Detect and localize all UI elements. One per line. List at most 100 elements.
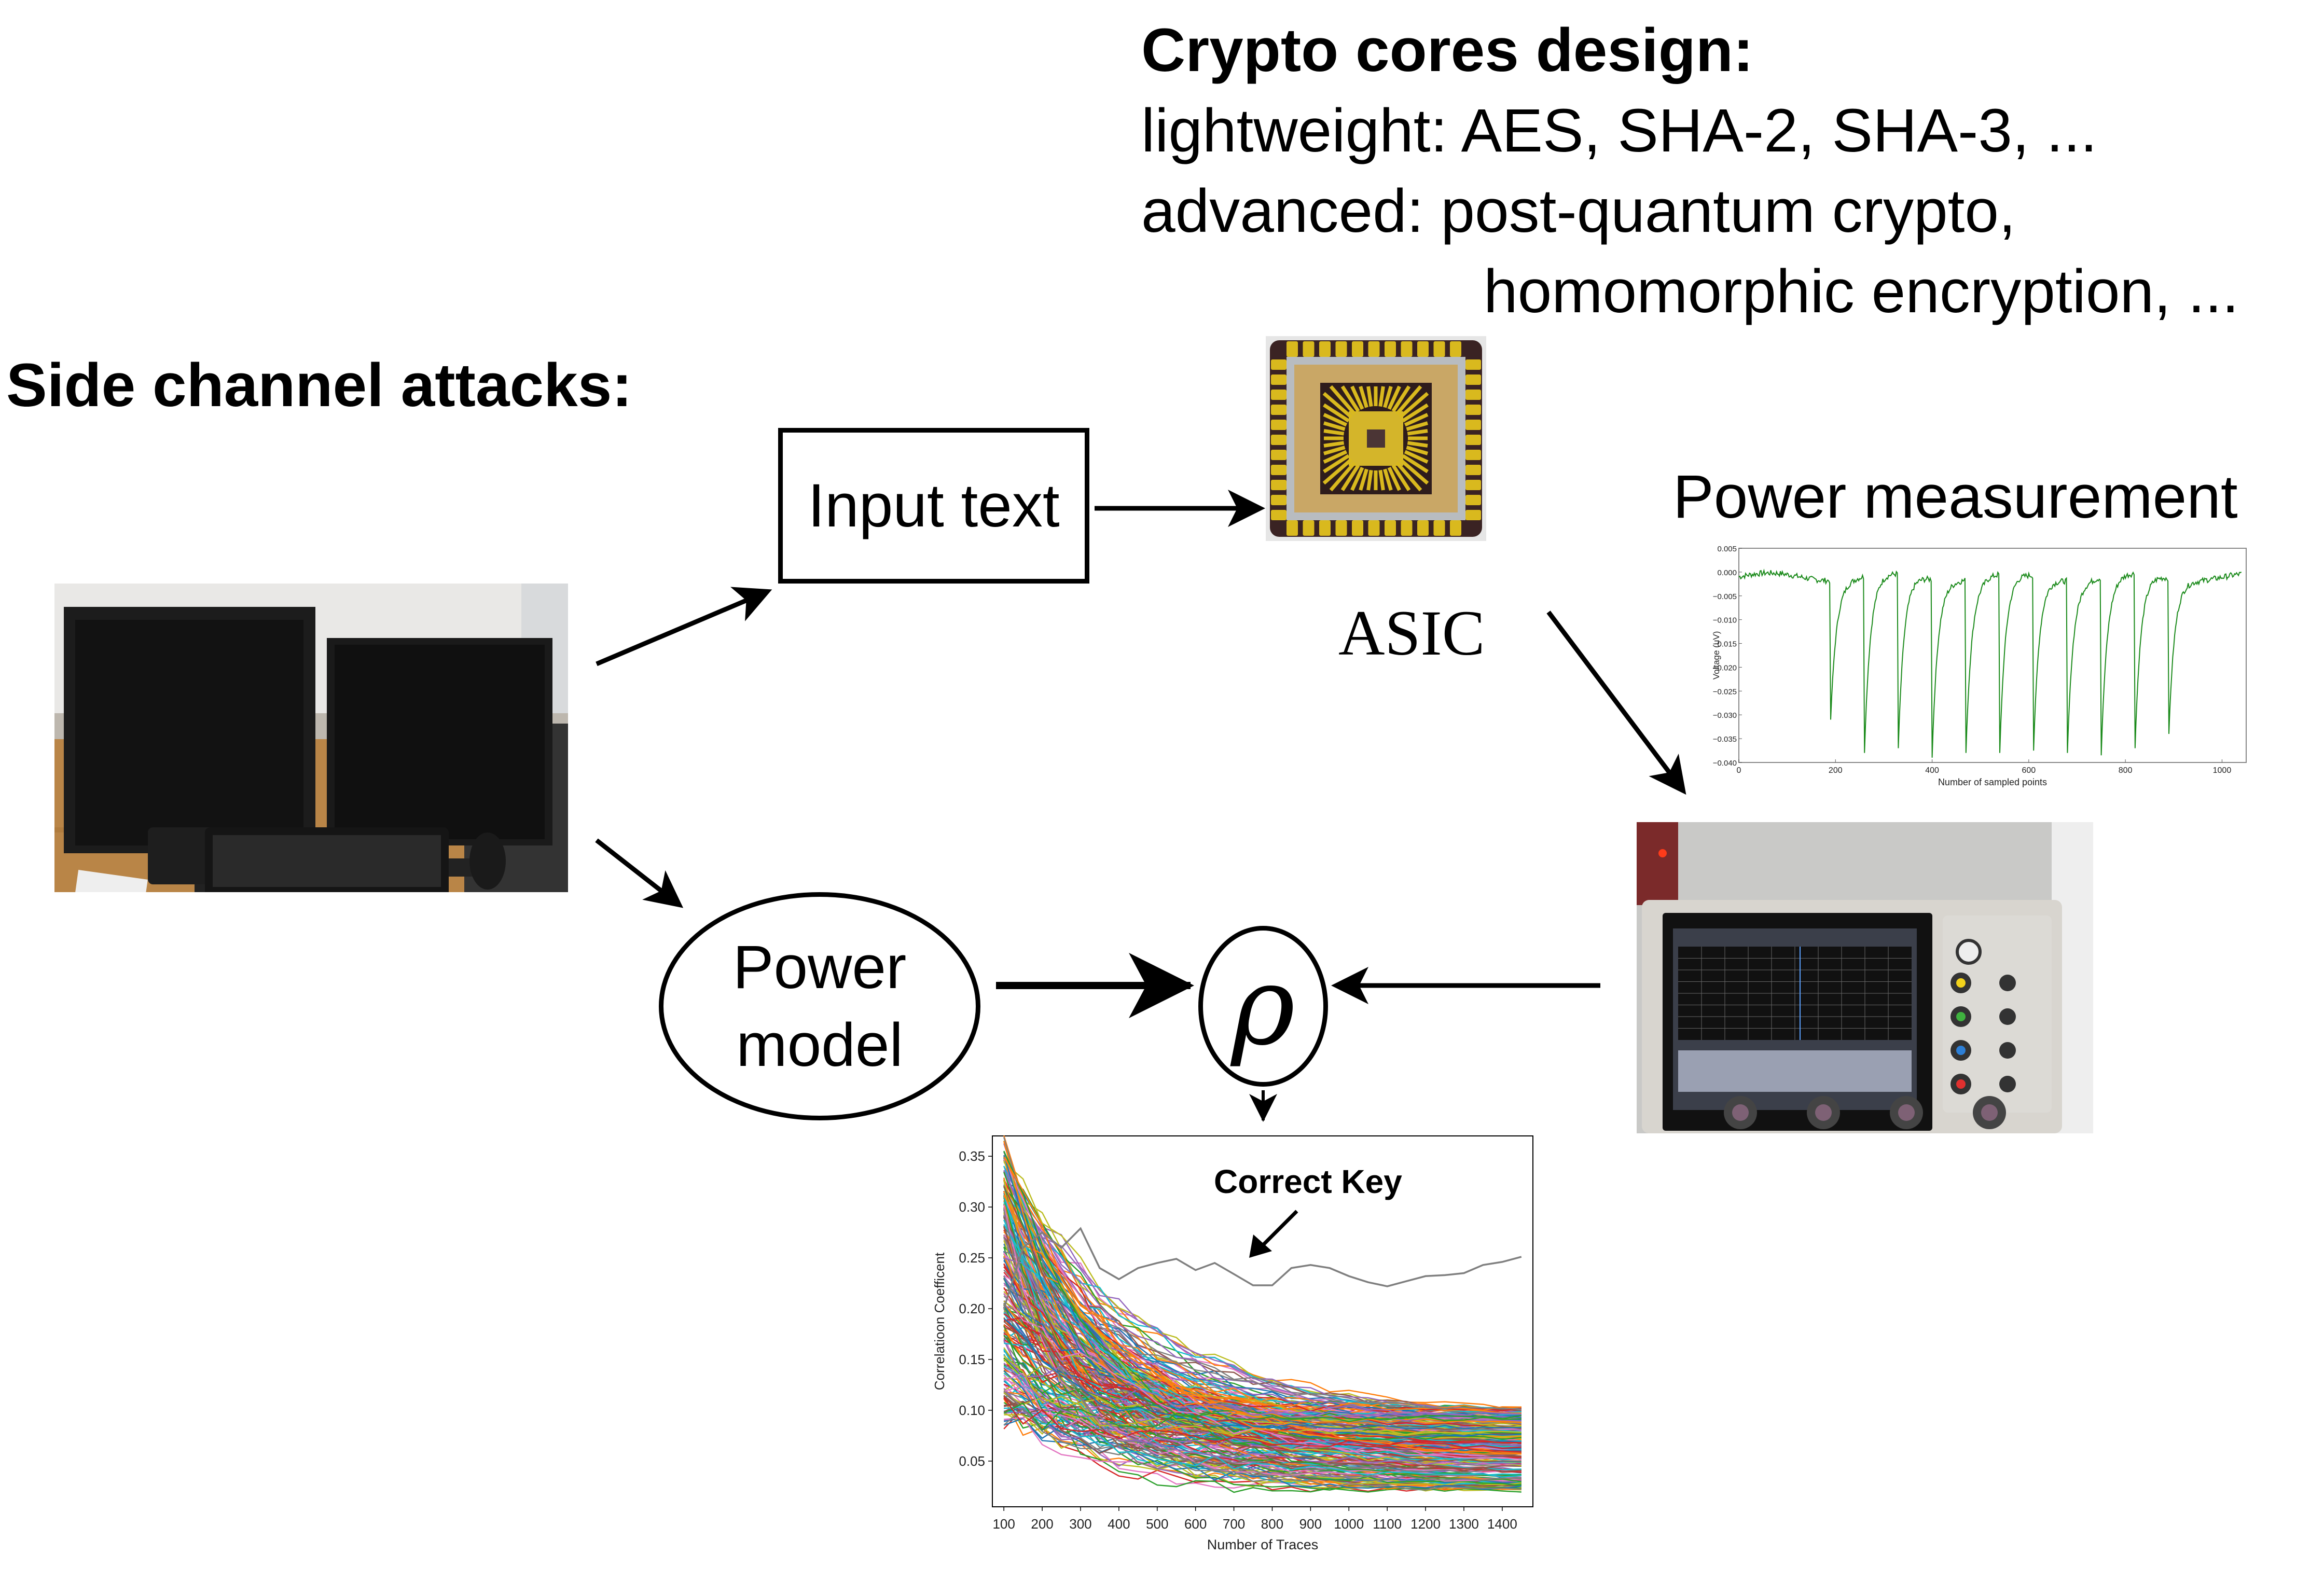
chip-pin	[1271, 374, 1286, 385]
chip-pin	[1271, 495, 1286, 505]
x-tick-label: 200	[1031, 1516, 1053, 1532]
bond-finger	[1404, 413, 1429, 427]
x-tick-label: 800	[2119, 766, 2133, 775]
y-tick-label: −0.005	[1713, 592, 1737, 601]
chip-pin	[1465, 480, 1481, 490]
chip-pin	[1271, 359, 1286, 370]
input-connector-core	[1732, 1104, 1749, 1121]
x-tick-label: 300	[1069, 1516, 1091, 1532]
x-tick-label: 400	[1108, 1516, 1130, 1532]
asic-chip-illustration	[1266, 336, 1486, 541]
wrong-key-series	[1003, 1325, 1521, 1493]
chip-pin	[1368, 341, 1380, 357]
power-trace-series	[1738, 568, 2242, 758]
x-tick-label: 100	[992, 1516, 1015, 1532]
wrong-key-series	[1003, 1313, 1521, 1453]
y-tick-label: 0.25	[959, 1250, 985, 1266]
x-tick-label: 600	[2022, 766, 2036, 775]
bond-finger	[1323, 413, 1348, 427]
wrong-key-series	[1003, 1186, 1521, 1473]
bond-finger	[1387, 466, 1401, 491]
bond-finger	[1359, 386, 1368, 408]
chip-pin	[1465, 420, 1481, 430]
y-tick-label: 0.30	[959, 1199, 985, 1215]
x-axis-label: Number of Traces	[1207, 1537, 1319, 1552]
chip-pin	[1286, 520, 1298, 536]
bond-finger	[1399, 457, 1429, 485]
channel-knob	[1999, 1076, 2016, 1092]
y-tick-label: −0.015	[1713, 640, 1737, 649]
chip-pin	[1401, 341, 1413, 357]
chip-pin	[1352, 520, 1363, 536]
input-text-label: Input text	[808, 471, 1060, 540]
wrong-key-series	[1003, 1170, 1521, 1413]
bond-finger	[1383, 386, 1393, 408]
bond-finger	[1407, 441, 1428, 448]
arrow-workstation-to-input	[596, 587, 772, 667]
x-tick-label: 600	[1184, 1516, 1207, 1532]
chip-pin	[1271, 390, 1286, 400]
die	[1367, 429, 1385, 448]
chip-pin	[1465, 374, 1481, 385]
wrong-key-series	[1003, 1293, 1521, 1461]
bond-finger	[1366, 386, 1373, 407]
channel-knob-indicator	[1956, 1079, 1966, 1089]
wrong-key-series	[1003, 1391, 1521, 1491]
crypto-cores-title: Crypto cores design:	[1141, 16, 1754, 85]
chip-pin	[1303, 341, 1315, 357]
correct-key-arrow	[1259, 1210, 1298, 1249]
chip-pin	[1385, 520, 1396, 536]
channel-knob-indicator	[1956, 978, 1966, 988]
bond-finger	[1404, 450, 1429, 464]
channel-knob	[1999, 975, 2016, 991]
wrong-key-series	[1003, 1224, 1521, 1461]
bond-finger	[1350, 466, 1364, 491]
bond-finger	[1323, 403, 1350, 423]
bond-finger	[1366, 469, 1373, 491]
x-tick-label: 500	[1146, 1516, 1168, 1532]
y-tick-label: 0.20	[959, 1301, 985, 1316]
chip-pin	[1465, 390, 1481, 400]
y-tick-label: 0.10	[959, 1403, 985, 1418]
chip-pin	[1465, 359, 1481, 370]
bond-finger	[1323, 450, 1348, 464]
wrong-key-series	[1004, 1406, 1521, 1478]
chip-pin	[1335, 341, 1347, 357]
x-tick-label: 800	[1261, 1516, 1283, 1532]
wrong-key-series	[1004, 1411, 1521, 1448]
y-tick-label: −0.020	[1713, 663, 1737, 672]
bond-finger	[1391, 385, 1411, 412]
side-channel-attacks-title: Side channel attacks:	[6, 351, 632, 420]
chip-pin	[1368, 520, 1380, 536]
chip-pin	[1417, 520, 1429, 536]
y-tick-label: 0.05	[959, 1453, 985, 1469]
bond-finger	[1402, 403, 1429, 423]
y-tick-label: 0.35	[959, 1148, 985, 1164]
x-tick-label: 400	[1925, 766, 1939, 775]
wrong-key-series	[1003, 1309, 1521, 1426]
bond-finger	[1395, 461, 1422, 492]
mouse	[469, 832, 506, 890]
chip-pin	[1303, 520, 1315, 536]
y-tick-label: 0.005	[1717, 545, 1737, 553]
bond-finger	[1322, 457, 1353, 485]
chip-pin	[1465, 450, 1481, 460]
bond-finger	[1329, 385, 1357, 415]
chip-pin	[1271, 450, 1286, 460]
channel-knob	[1999, 1042, 2016, 1059]
wrong-key-series	[1003, 1209, 1521, 1481]
wrong-key-series	[1003, 1355, 1521, 1422]
bond-finger	[1329, 461, 1357, 492]
wrong-key-series	[1003, 1355, 1521, 1436]
x-tick-label: 1200	[1410, 1516, 1441, 1532]
chip-pin	[1433, 520, 1445, 536]
chip-pin	[1465, 405, 1481, 415]
power-trace-chart: 0.0050.000−0.005−0.010−0.015−0.020−0.025…	[1712, 545, 2247, 787]
power-model-label-line1: Power	[732, 933, 907, 1002]
bond-finger	[1340, 385, 1360, 412]
chip-pin	[1465, 510, 1481, 520]
arrow-asic-to-measurement	[1546, 610, 1686, 795]
input-connector-core	[1981, 1104, 1998, 1121]
channel-knob	[1999, 1008, 2016, 1025]
x-tick-label: 1100	[1373, 1516, 1402, 1532]
